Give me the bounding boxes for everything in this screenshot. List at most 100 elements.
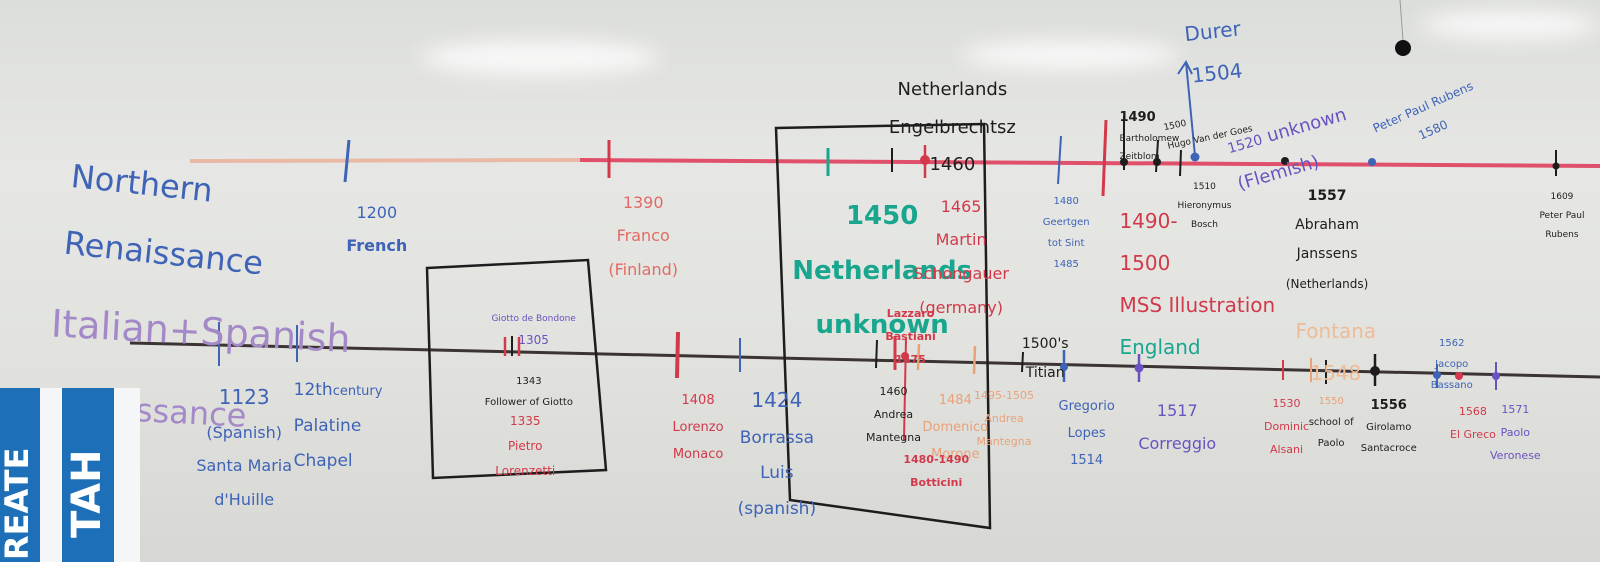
label-1609: 1609 Peter Paul Rubens (1528, 184, 1584, 250)
name: Giotto de Bondone (491, 314, 576, 325)
name: El Greco (1450, 427, 1496, 441)
b: Santa Maria (196, 456, 293, 476)
year: 1484 (938, 392, 972, 408)
label-1500s-titian: 1500's Titian (1004, 322, 1069, 395)
c: tot Sint (1047, 237, 1085, 249)
year: 1475 (895, 352, 926, 366)
name: Netherlands (792, 255, 973, 286)
year: 1550 (1318, 395, 1344, 407)
year: 1514 (1070, 453, 1104, 469)
light-reflection (960, 40, 1180, 70)
label-1123: 1123 (Spanish) Santa Maria d'Huille (176, 370, 292, 525)
durer-arrow-head (1177, 60, 1193, 75)
year: 1504 (1190, 58, 1244, 88)
year: 1562 (1438, 337, 1465, 349)
label-1475: Lazzaro Bastiani 1475 (870, 296, 936, 377)
label-1480: 1480 Geertgen tot Sint 1485 (1030, 186, 1090, 281)
dot-1500 (1153, 158, 1161, 166)
tick-1490-red (1101, 119, 1108, 197)
poster-sign: REATE TAH (0, 388, 140, 562)
sign-word-1: REATE (0, 447, 36, 560)
name: Domenico (922, 419, 989, 435)
year: 1571 (1501, 402, 1530, 416)
label-1490-zeitblom: 1490 Bartholomew Zeitblom (1108, 102, 1179, 172)
b: century (332, 383, 383, 399)
year: 1557 (1307, 187, 1347, 204)
year: 1500 (1162, 119, 1188, 134)
dot-1562 (1433, 371, 1441, 379)
northern-title-line1: Northern (69, 156, 215, 210)
name: Martin (935, 230, 987, 250)
label-1495: 1495-1505 Andrea Mantegna (960, 378, 1034, 459)
d: Chapel (293, 451, 353, 472)
name2: Monaco (672, 447, 724, 463)
year: 1548 (1310, 361, 1362, 385)
name: Dominic (1264, 419, 1310, 433)
name2: Bosch (1190, 220, 1218, 231)
name2: Bassano (1430, 379, 1473, 391)
italian-title-line1: Italian+Spanish (50, 301, 352, 361)
name2: Bastiani (885, 329, 936, 343)
tick-1408 (675, 331, 680, 379)
a: 1480 (1053, 195, 1079, 207)
name: Titian (1025, 365, 1065, 382)
name2: Rubens (1545, 230, 1579, 241)
name: Andrea (873, 407, 914, 421)
year: 1465 (940, 196, 982, 216)
place: (germany) (919, 297, 1003, 317)
sign-stripe (0, 388, 40, 562)
year: 1520 (1225, 131, 1265, 158)
year: 1517 (1156, 400, 1198, 420)
name: Correggio (1138, 434, 1217, 454)
name: Lazzaro (886, 306, 935, 320)
label-1556: 1556 Girolamo Santacroce (1348, 388, 1417, 465)
label-1514: Gregorio Lopes 1514 (1042, 386, 1115, 481)
year: 1335 (509, 413, 541, 428)
box-giotto (425, 258, 608, 480)
tick-1500s (1021, 351, 1024, 373)
name: Durer (1183, 16, 1242, 47)
label-1504-durer: Durer 1504 (1156, 0, 1248, 110)
c: d'Huille (214, 489, 275, 509)
year: 1490 (1119, 110, 1156, 126)
year: 1305 (518, 333, 549, 348)
name2: Paolo (1317, 437, 1345, 449)
year: 1500's (1021, 335, 1069, 352)
tick-1460 (875, 339, 878, 369)
name: Hieronymus (1177, 201, 1232, 212)
tick-1495 (972, 345, 977, 375)
label-12th-century: 12thcentury Palatine Chapel (272, 364, 383, 489)
year: 1450 (845, 201, 919, 232)
label-1465: 1465 Martin Schongauer (germany) (893, 182, 1009, 333)
label-1530: 1530 Dominic Alsani (1250, 386, 1309, 467)
label-1408: 1408 Lorenzo Monaco (656, 380, 724, 475)
northern-timeline (579, 158, 1600, 168)
name2: Lopes (1067, 425, 1106, 441)
name: Paolo (1500, 425, 1531, 439)
label-1517: 1517 Correggio (1118, 386, 1216, 470)
year: 1609 (1550, 192, 1574, 203)
label-1450: 1450 Netherlands unknown (756, 176, 972, 367)
sign-stripe (62, 388, 114, 562)
label-1305-giotto: Giotto de Bondone 1305 (480, 306, 576, 357)
name2: Schongauer (913, 263, 1009, 283)
name2: Veronese (1490, 448, 1541, 462)
dot-1557 (1281, 157, 1289, 165)
sign-word-2: TAH (64, 449, 110, 538)
name: Follower of Giotto (484, 396, 573, 408)
durer-arrow-shaft (1185, 61, 1196, 157)
dot-1480 (901, 352, 909, 360)
tick-1500 (1155, 139, 1159, 173)
name: Borrassa (739, 427, 814, 448)
dot-1609 (1552, 162, 1560, 170)
range: 1490- (1119, 209, 1178, 233)
name: Pietro (508, 438, 543, 453)
name: Franco (616, 226, 670, 246)
label-1335: 1335 Pietro Lorenzetti (480, 402, 555, 490)
label-1557: 1557 Abraham Janssens (Netherlands) (1268, 174, 1369, 306)
name2: Mantegna (976, 434, 1032, 448)
dot-1517 (1134, 363, 1144, 373)
dot-1514 (1060, 363, 1068, 371)
name: Gregorio (1058, 398, 1115, 414)
b: Geertgen (1042, 216, 1090, 228)
